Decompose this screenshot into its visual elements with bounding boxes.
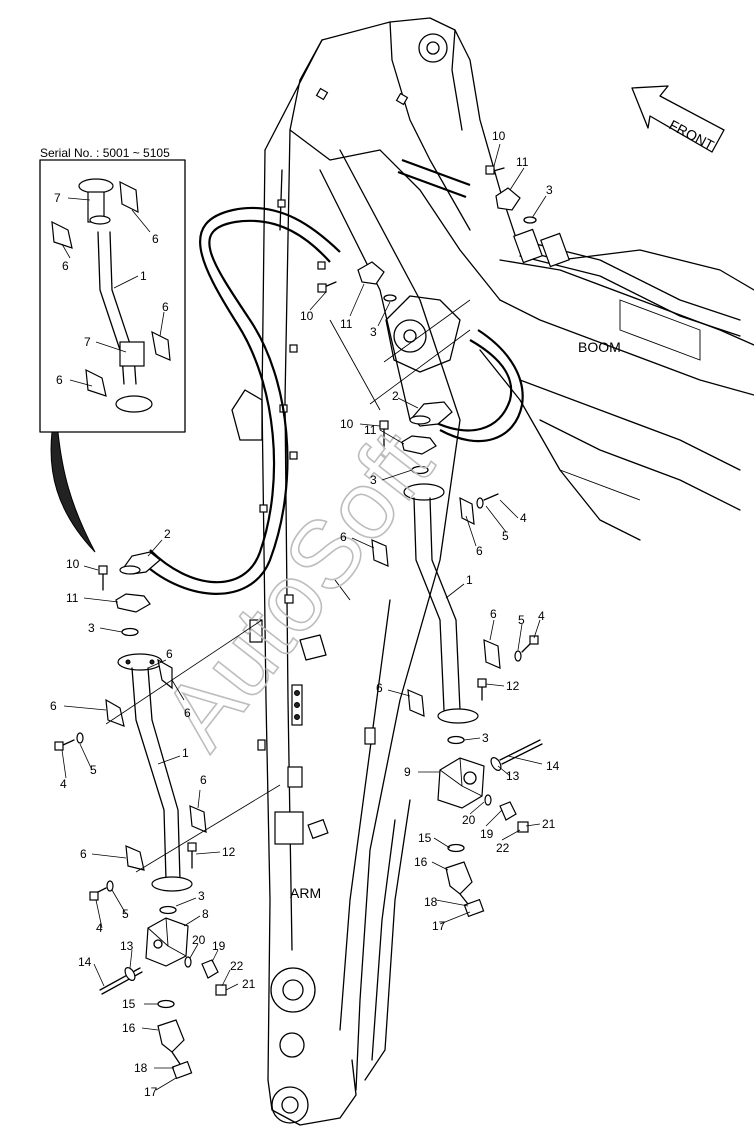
callout-12: 12: [222, 845, 236, 859]
callout-4: 4: [538, 609, 545, 623]
callout-8: 8: [202, 907, 209, 921]
callout-3: 3: [370, 473, 377, 487]
callout-14: 14: [546, 759, 560, 773]
callout-20: 20: [192, 933, 206, 947]
callout-10: 10: [340, 417, 354, 431]
callout-11: 11: [516, 155, 529, 169]
arm-structure: [231, 39, 461, 1126]
callout-19: 19: [480, 827, 494, 841]
callout-6: 6: [200, 773, 207, 787]
callout-6: 6: [166, 647, 173, 661]
callout-6: 6: [376, 681, 383, 695]
callout-1: 1: [140, 269, 147, 283]
callout-10: 10: [300, 309, 314, 323]
callout-10: 10: [66, 557, 80, 571]
serial-inset: [39, 159, 186, 553]
callout-21: 21: [242, 977, 256, 991]
callout-2: 2: [392, 389, 399, 403]
hose-assembly: [139, 158, 524, 595]
callout-3: 3: [482, 731, 489, 745]
callout-10: 10: [492, 129, 506, 143]
callout-6: 6: [476, 544, 483, 558]
callout-6: 6: [80, 847, 87, 861]
callout-15: 15: [418, 831, 432, 845]
callout-19: 19: [212, 939, 226, 953]
boom-label: BOOM: [578, 339, 621, 355]
boom-structure: [279, 17, 754, 541]
callout-3: 3: [198, 889, 205, 903]
callout-5: 5: [502, 529, 509, 543]
callout-6: 6: [184, 706, 191, 720]
callout-4: 4: [520, 511, 527, 525]
callout-7: 7: [84, 335, 91, 349]
callout-5: 5: [518, 613, 525, 627]
callout-14: 14: [78, 955, 92, 969]
callout-4: 4: [60, 777, 67, 791]
callout-6: 6: [50, 699, 57, 713]
front-arrow: FRONT: [631, 85, 725, 153]
callout-1: 1: [466, 573, 473, 587]
leader-lines: [61, 143, 547, 1091]
callout-3: 3: [370, 325, 377, 339]
arm-label: ARM: [290, 885, 321, 901]
callout-3: 3: [546, 183, 553, 197]
callout-17: 17: [432, 919, 446, 933]
callout-5: 5: [90, 763, 97, 777]
left-pipe-group: [54, 551, 227, 1080]
callout-15: 15: [122, 997, 136, 1011]
callout-9: 9: [404, 765, 411, 779]
callout-3: 3: [88, 621, 95, 635]
callout-12: 12: [506, 679, 520, 693]
callout-16: 16: [414, 855, 428, 869]
callout-6: 6: [340, 530, 347, 544]
callout-6: 6: [152, 232, 159, 246]
callout-13: 13: [120, 939, 134, 953]
serial-number-label: Serial No. : 5001 ~ 5105: [40, 146, 170, 160]
callout-6: 6: [162, 300, 169, 314]
callout-17: 17: [144, 1085, 158, 1099]
callout-4: 4: [96, 921, 103, 935]
callout-11: 11: [364, 423, 377, 437]
callout-21: 21: [542, 817, 556, 831]
callout-11: 11: [340, 317, 353, 331]
callout-22: 22: [230, 959, 244, 973]
callout-1: 1: [182, 746, 189, 760]
right-pipe-group: [317, 165, 543, 918]
callout-6: 6: [490, 607, 497, 621]
callout-7: 7: [54, 191, 61, 205]
callout-18: 18: [424, 895, 438, 909]
callout-2: 2: [164, 527, 171, 541]
callout-13: 13: [506, 769, 520, 783]
callout-20: 20: [462, 813, 476, 827]
callout-11: 11: [66, 591, 79, 605]
callout-6: 6: [62, 259, 69, 273]
callout-16: 16: [122, 1021, 136, 1035]
callout-18: 18: [134, 1061, 148, 1075]
callout-5: 5: [122, 907, 129, 921]
callout-22: 22: [496, 841, 510, 855]
callout-6: 6: [56, 373, 63, 387]
